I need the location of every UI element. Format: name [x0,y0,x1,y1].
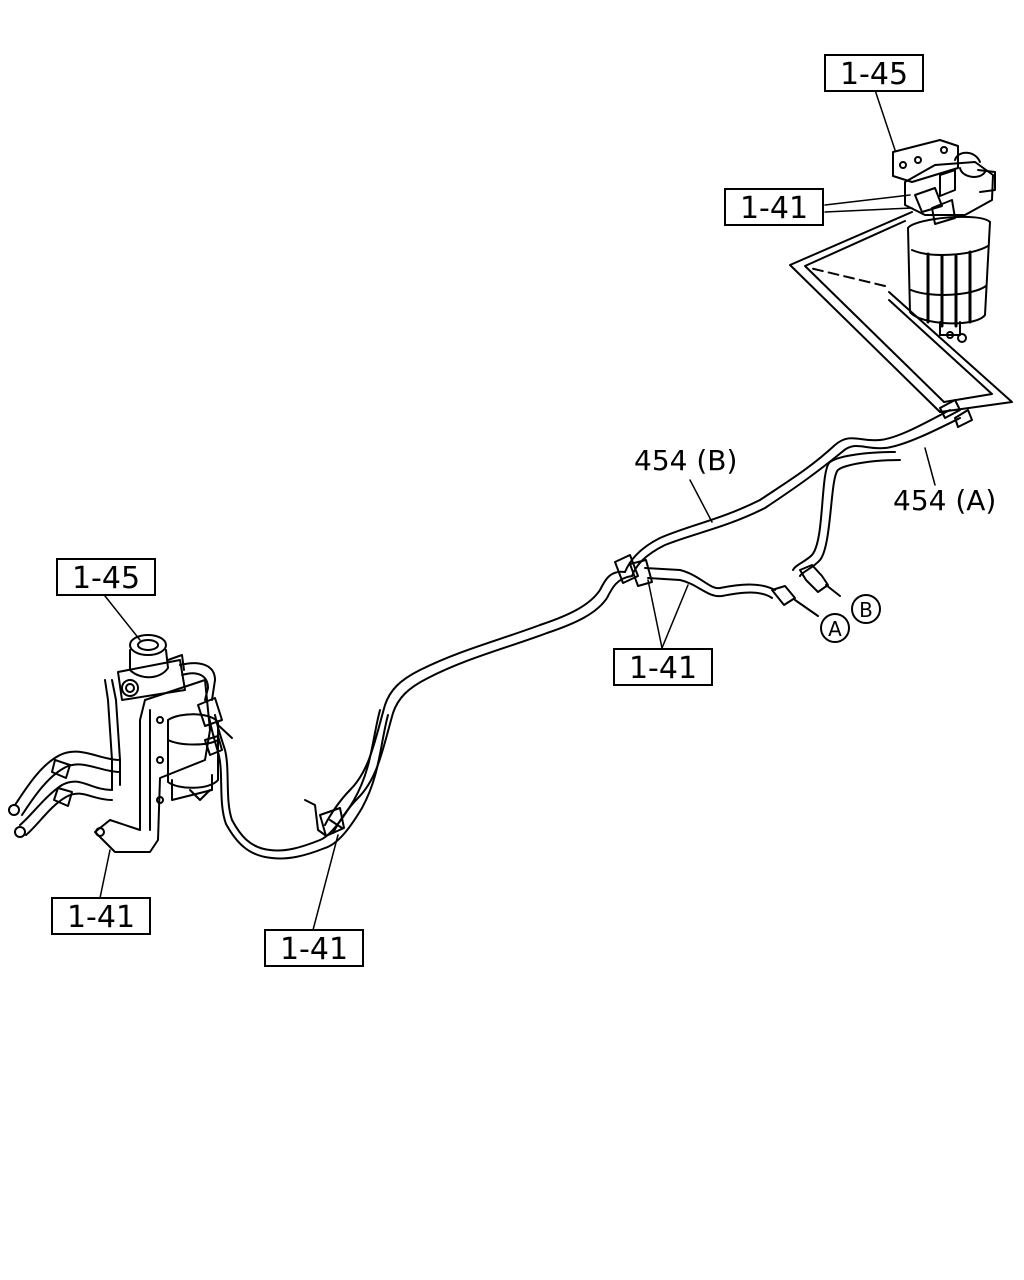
callout-ref-left-bracket: 1-41 [51,897,151,935]
callout-box [613,648,713,686]
callout-box [724,188,824,226]
callout-label: 1-41 [280,932,348,967]
callout-ref-top-right: 1-45 [824,54,924,92]
callout-box [824,54,924,92]
callout-ref-center-clip: 1-41 [264,929,364,967]
callout-label: 1-45 [840,57,908,92]
callout-ref-left-filter: 1-45 [56,558,156,596]
callout-ref-mid-clips: 1-41 [613,648,713,686]
upper-fuel-filter [892,139,996,343]
connector-marker-a: A [820,613,850,643]
connector-circle [820,613,850,643]
callout-box [264,929,364,967]
part-label-454-a: 454 (A) [893,484,996,517]
callout-box [51,897,151,935]
connector-marker-b: B [851,594,881,624]
connector-label: B [859,598,873,622]
callout-label: 1-41 [67,900,135,935]
pipe-454-a [792,451,901,597]
callout-box [56,558,156,596]
leader-lines [99,89,936,931]
callout-label: 1-45 [72,561,140,596]
pipe-454-b [624,399,973,577]
lower-pipe-run [208,554,653,860]
connector-label: A [828,617,842,641]
connector-circle [851,594,881,624]
callout-label: 1-41 [629,651,697,686]
upper-pipe-run [789,211,1013,413]
callout-ref-top-right-fitting: 1-41 [724,188,824,226]
return-pipe [644,567,819,617]
lower-fuel-filter [8,634,233,853]
callout-label: 1-41 [740,191,808,226]
part-label-454-b: 454 (B) [634,444,737,477]
